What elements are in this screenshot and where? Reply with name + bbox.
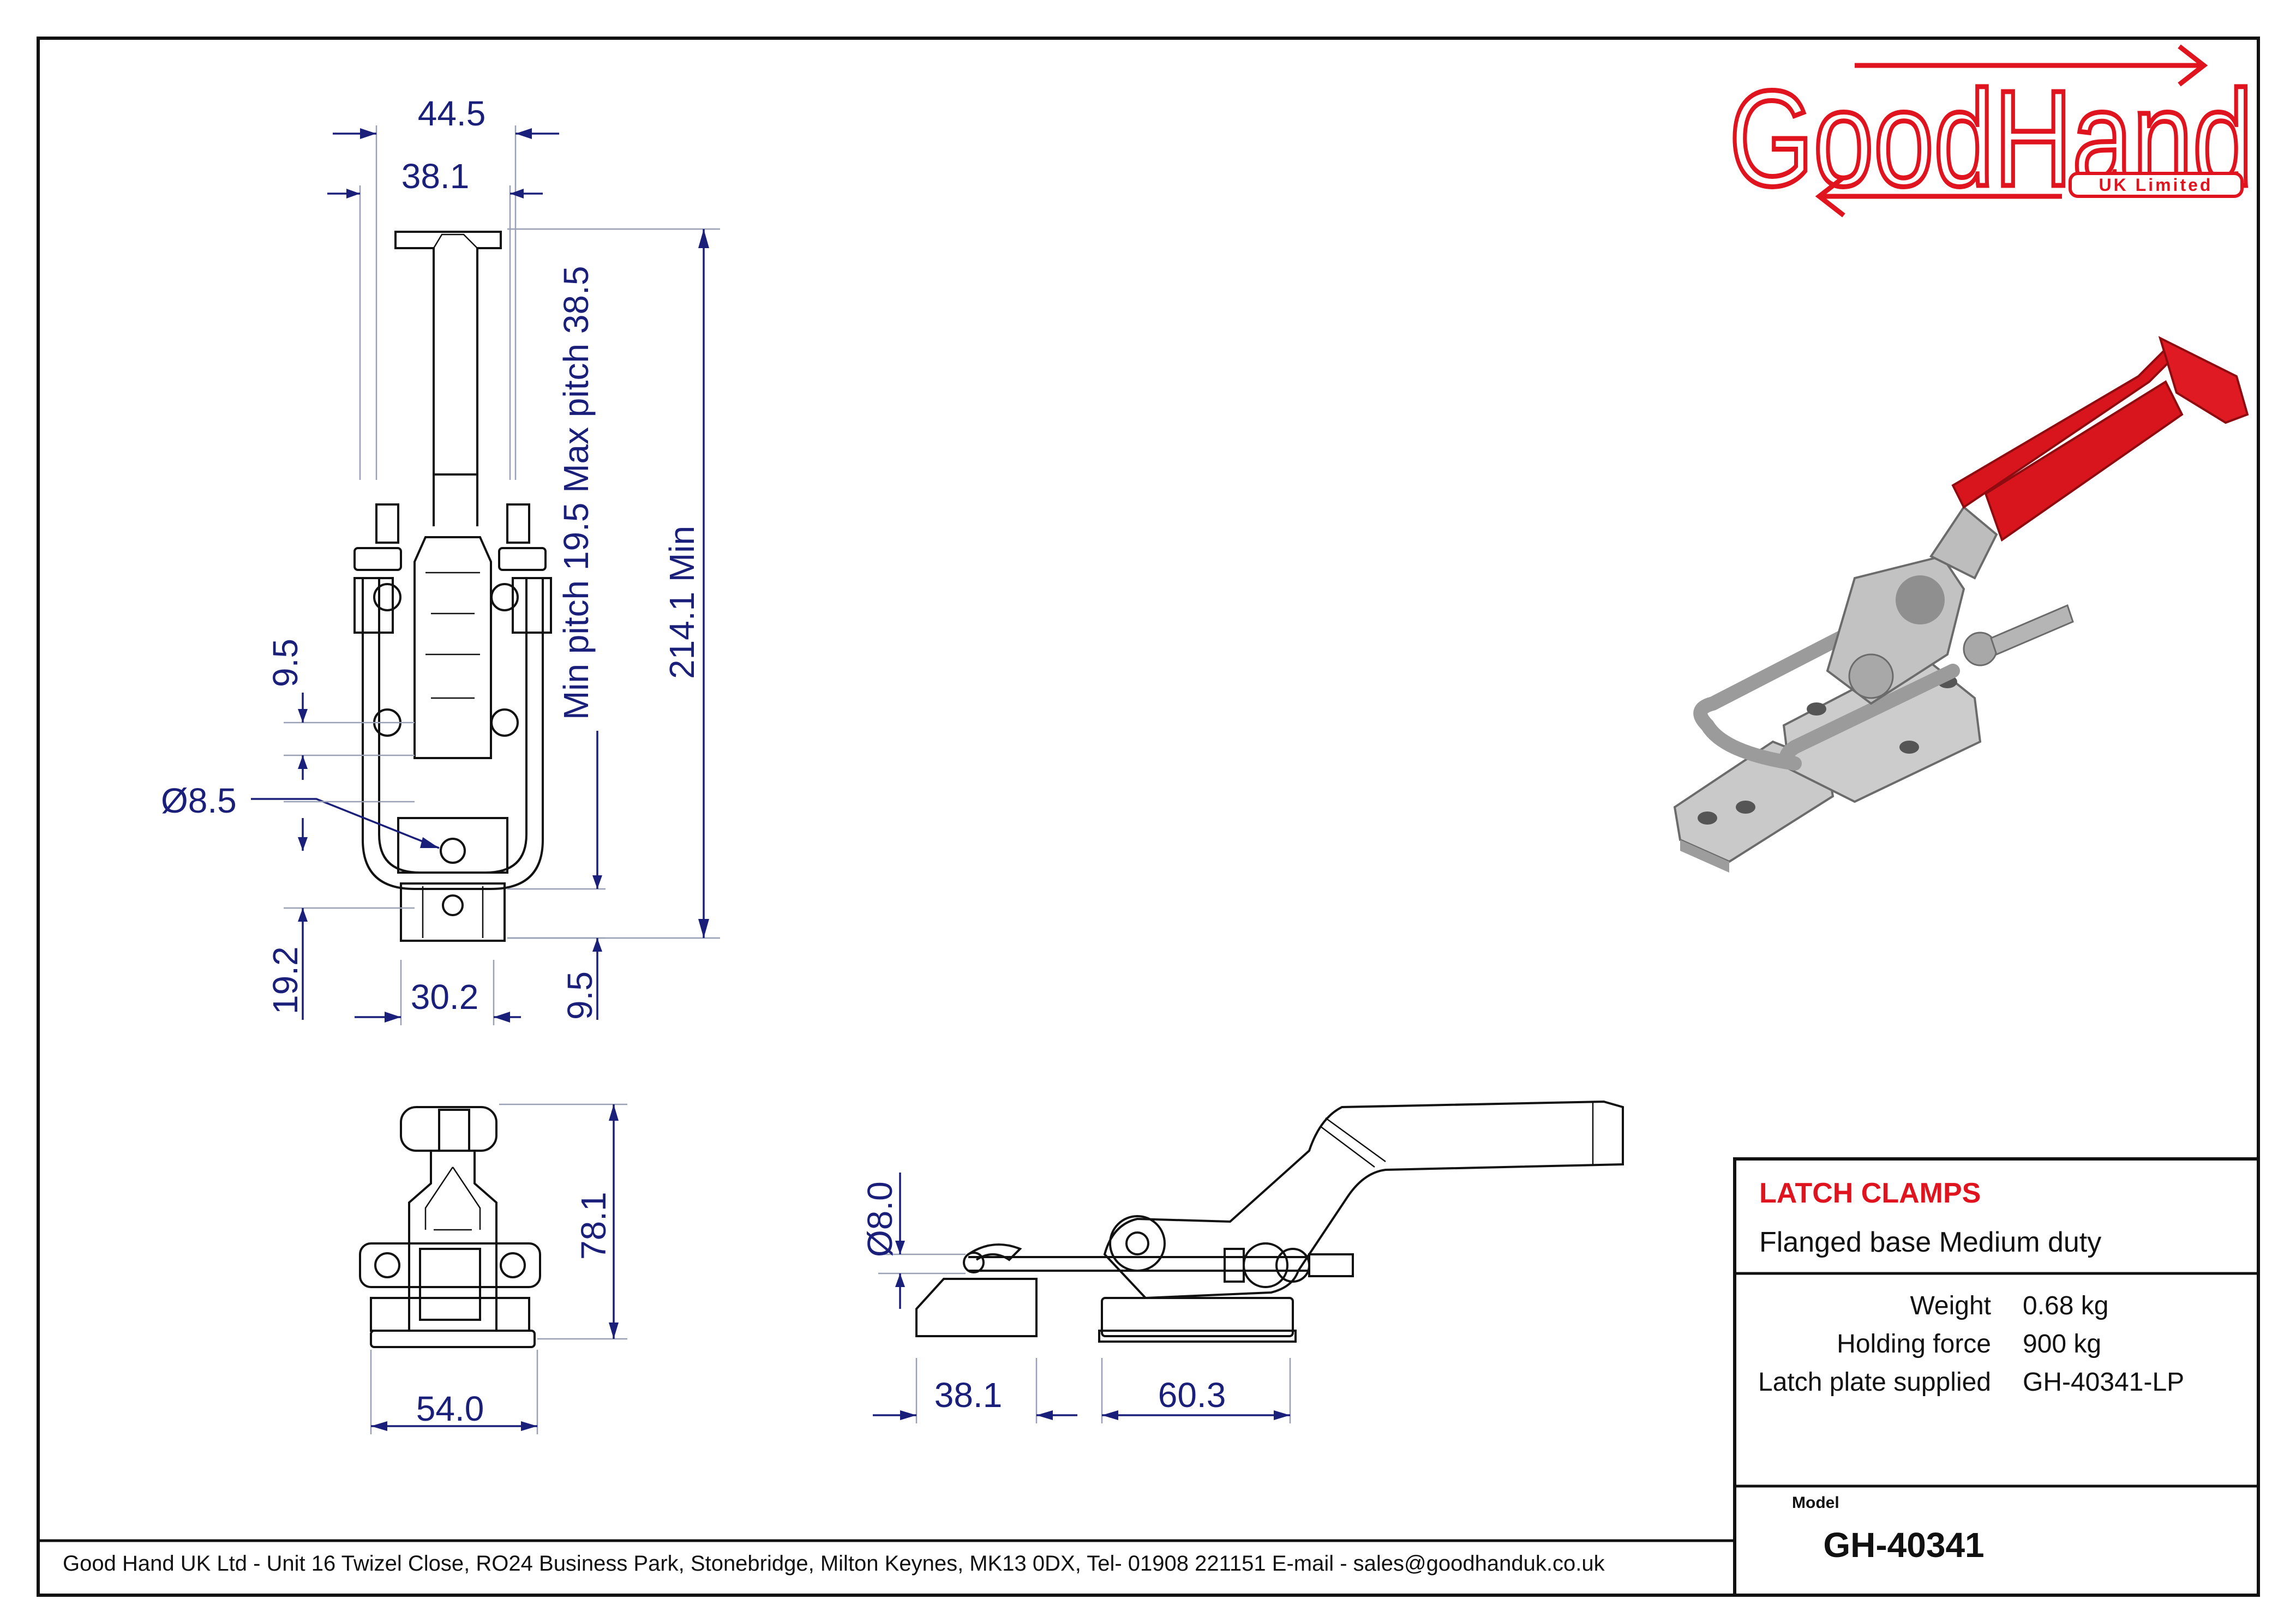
logo-sub-box bbox=[2069, 172, 2244, 198]
dim-hole-dia: Ø8.5 bbox=[161, 781, 237, 820]
spec-label-weight: Weight bbox=[1910, 1291, 1991, 1320]
dim-bottom-left: 19.2 bbox=[266, 946, 305, 1014]
side-view-dimensions: Ø8.0 38.1 60.3 bbox=[860, 1173, 1291, 1423]
spec-label-latch: Latch plate supplied bbox=[1758, 1368, 1991, 1397]
logo-arrow-left bbox=[1815, 175, 2062, 218]
dim-top-width: 44.5 bbox=[418, 94, 486, 133]
dim-side-plate: 38.1 bbox=[934, 1375, 1003, 1415]
dim-top-inner: 38.1 bbox=[401, 157, 470, 196]
dim-front-width: 54.0 bbox=[416, 1389, 484, 1428]
dim-bottom-right: 9.5 bbox=[560, 971, 600, 1020]
category-subtitle: Flanged base Medium duty bbox=[1759, 1227, 2101, 1258]
drawing-border bbox=[37, 37, 2260, 1597]
spec-value-latch: GH-40341-LP bbox=[2023, 1368, 2184, 1397]
dim-bottom-width: 30.2 bbox=[411, 977, 479, 1017]
model-label: Model bbox=[1792, 1494, 1839, 1512]
spec-value-weight: 0.68 kg bbox=[2023, 1291, 2108, 1320]
plan-view bbox=[353, 231, 552, 942]
dim-hole-offset: 9.5 bbox=[266, 639, 305, 687]
plan-view-dimensions: 44.5 38.1 Min pitch 19.5 Max pitch 38.5 … bbox=[161, 94, 720, 1025]
company-logo: GoodHand UK Limited bbox=[1727, 44, 2256, 218]
front-view-dimensions: 78.1 54.0 bbox=[370, 1103, 627, 1434]
dim-overall: 214.1 Min bbox=[662, 526, 702, 679]
dim-pitch: Min pitch 19.5 Max pitch 38.5 bbox=[556, 266, 596, 720]
footer-address: Good Hand UK Ltd - Unit 16 Twizel Close,… bbox=[63, 1552, 1605, 1576]
category-title: LATCH CLAMPS bbox=[1759, 1177, 1981, 1209]
model-number: GH-40341 bbox=[1823, 1525, 1984, 1565]
logo-sub: UK Limited bbox=[2099, 175, 2213, 195]
dim-side-base: 60.3 bbox=[1158, 1375, 1226, 1415]
spec-label-force: Holding force bbox=[1837, 1330, 1991, 1358]
isometric-clamp-render bbox=[1673, 336, 2249, 873]
side-view bbox=[915, 1100, 1624, 1343]
title-block: LATCH CLAMPS Flanged base Medium duty We… bbox=[1733, 1157, 2260, 1597]
logo-arrow-right bbox=[1855, 44, 2208, 87]
front-view bbox=[359, 1106, 541, 1348]
dim-front-height: 78.1 bbox=[574, 1192, 613, 1260]
spec-value-force: 900 kg bbox=[2023, 1330, 2101, 1358]
dim-side-dia: Ø8.0 bbox=[860, 1181, 900, 1257]
